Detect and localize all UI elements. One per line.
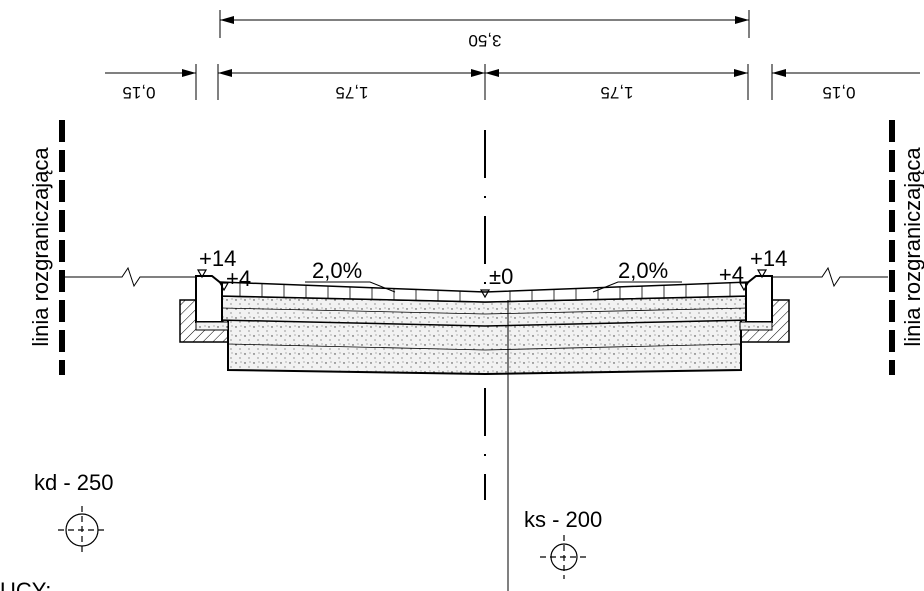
slope-left-label: 2,0% [312, 258, 362, 283]
elevation-gutter-left: +4 [226, 266, 251, 291]
drain-label: kd - 250 [34, 470, 114, 495]
dimension-left-curb: 0,15 [122, 83, 155, 102]
footer-text: UCY: [0, 578, 51, 591]
dimension-right-curb: 0,15 [822, 83, 855, 102]
dimension-left-lane: 1,75 [335, 83, 368, 102]
elevation-markers [196, 269, 768, 299]
dimension-right-lane: 1,75 [600, 83, 633, 102]
elevation-curb-left: +14 [199, 246, 236, 271]
dimension-total: 3,50 [219, 10, 750, 50]
boundary-label-left: linia rozgraniczająca [28, 147, 53, 347]
ground-line-right [772, 266, 888, 288]
ground-line-left [65, 266, 196, 288]
slope-right: 2,0% [592, 258, 682, 293]
dimension-row: 0,15 1,75 1,75 0,15 [105, 64, 920, 102]
slope-left: 2,0% [305, 258, 396, 293]
sewer-label: ks - 200 [524, 507, 602, 532]
pavement-structure [179, 275, 790, 376]
boundary-label-right: linia rozgraniczająca [900, 147, 924, 347]
dimension-total-label: 3,50 [468, 31, 501, 50]
slope-right-label: 2,0% [618, 258, 668, 283]
elevation-gutter-right: +4 [719, 262, 744, 287]
sewer-symbol [540, 535, 588, 579]
elevation-center: ±0 [489, 264, 513, 289]
drain-symbol [58, 506, 106, 554]
elevation-curb-right: +14 [750, 246, 787, 271]
